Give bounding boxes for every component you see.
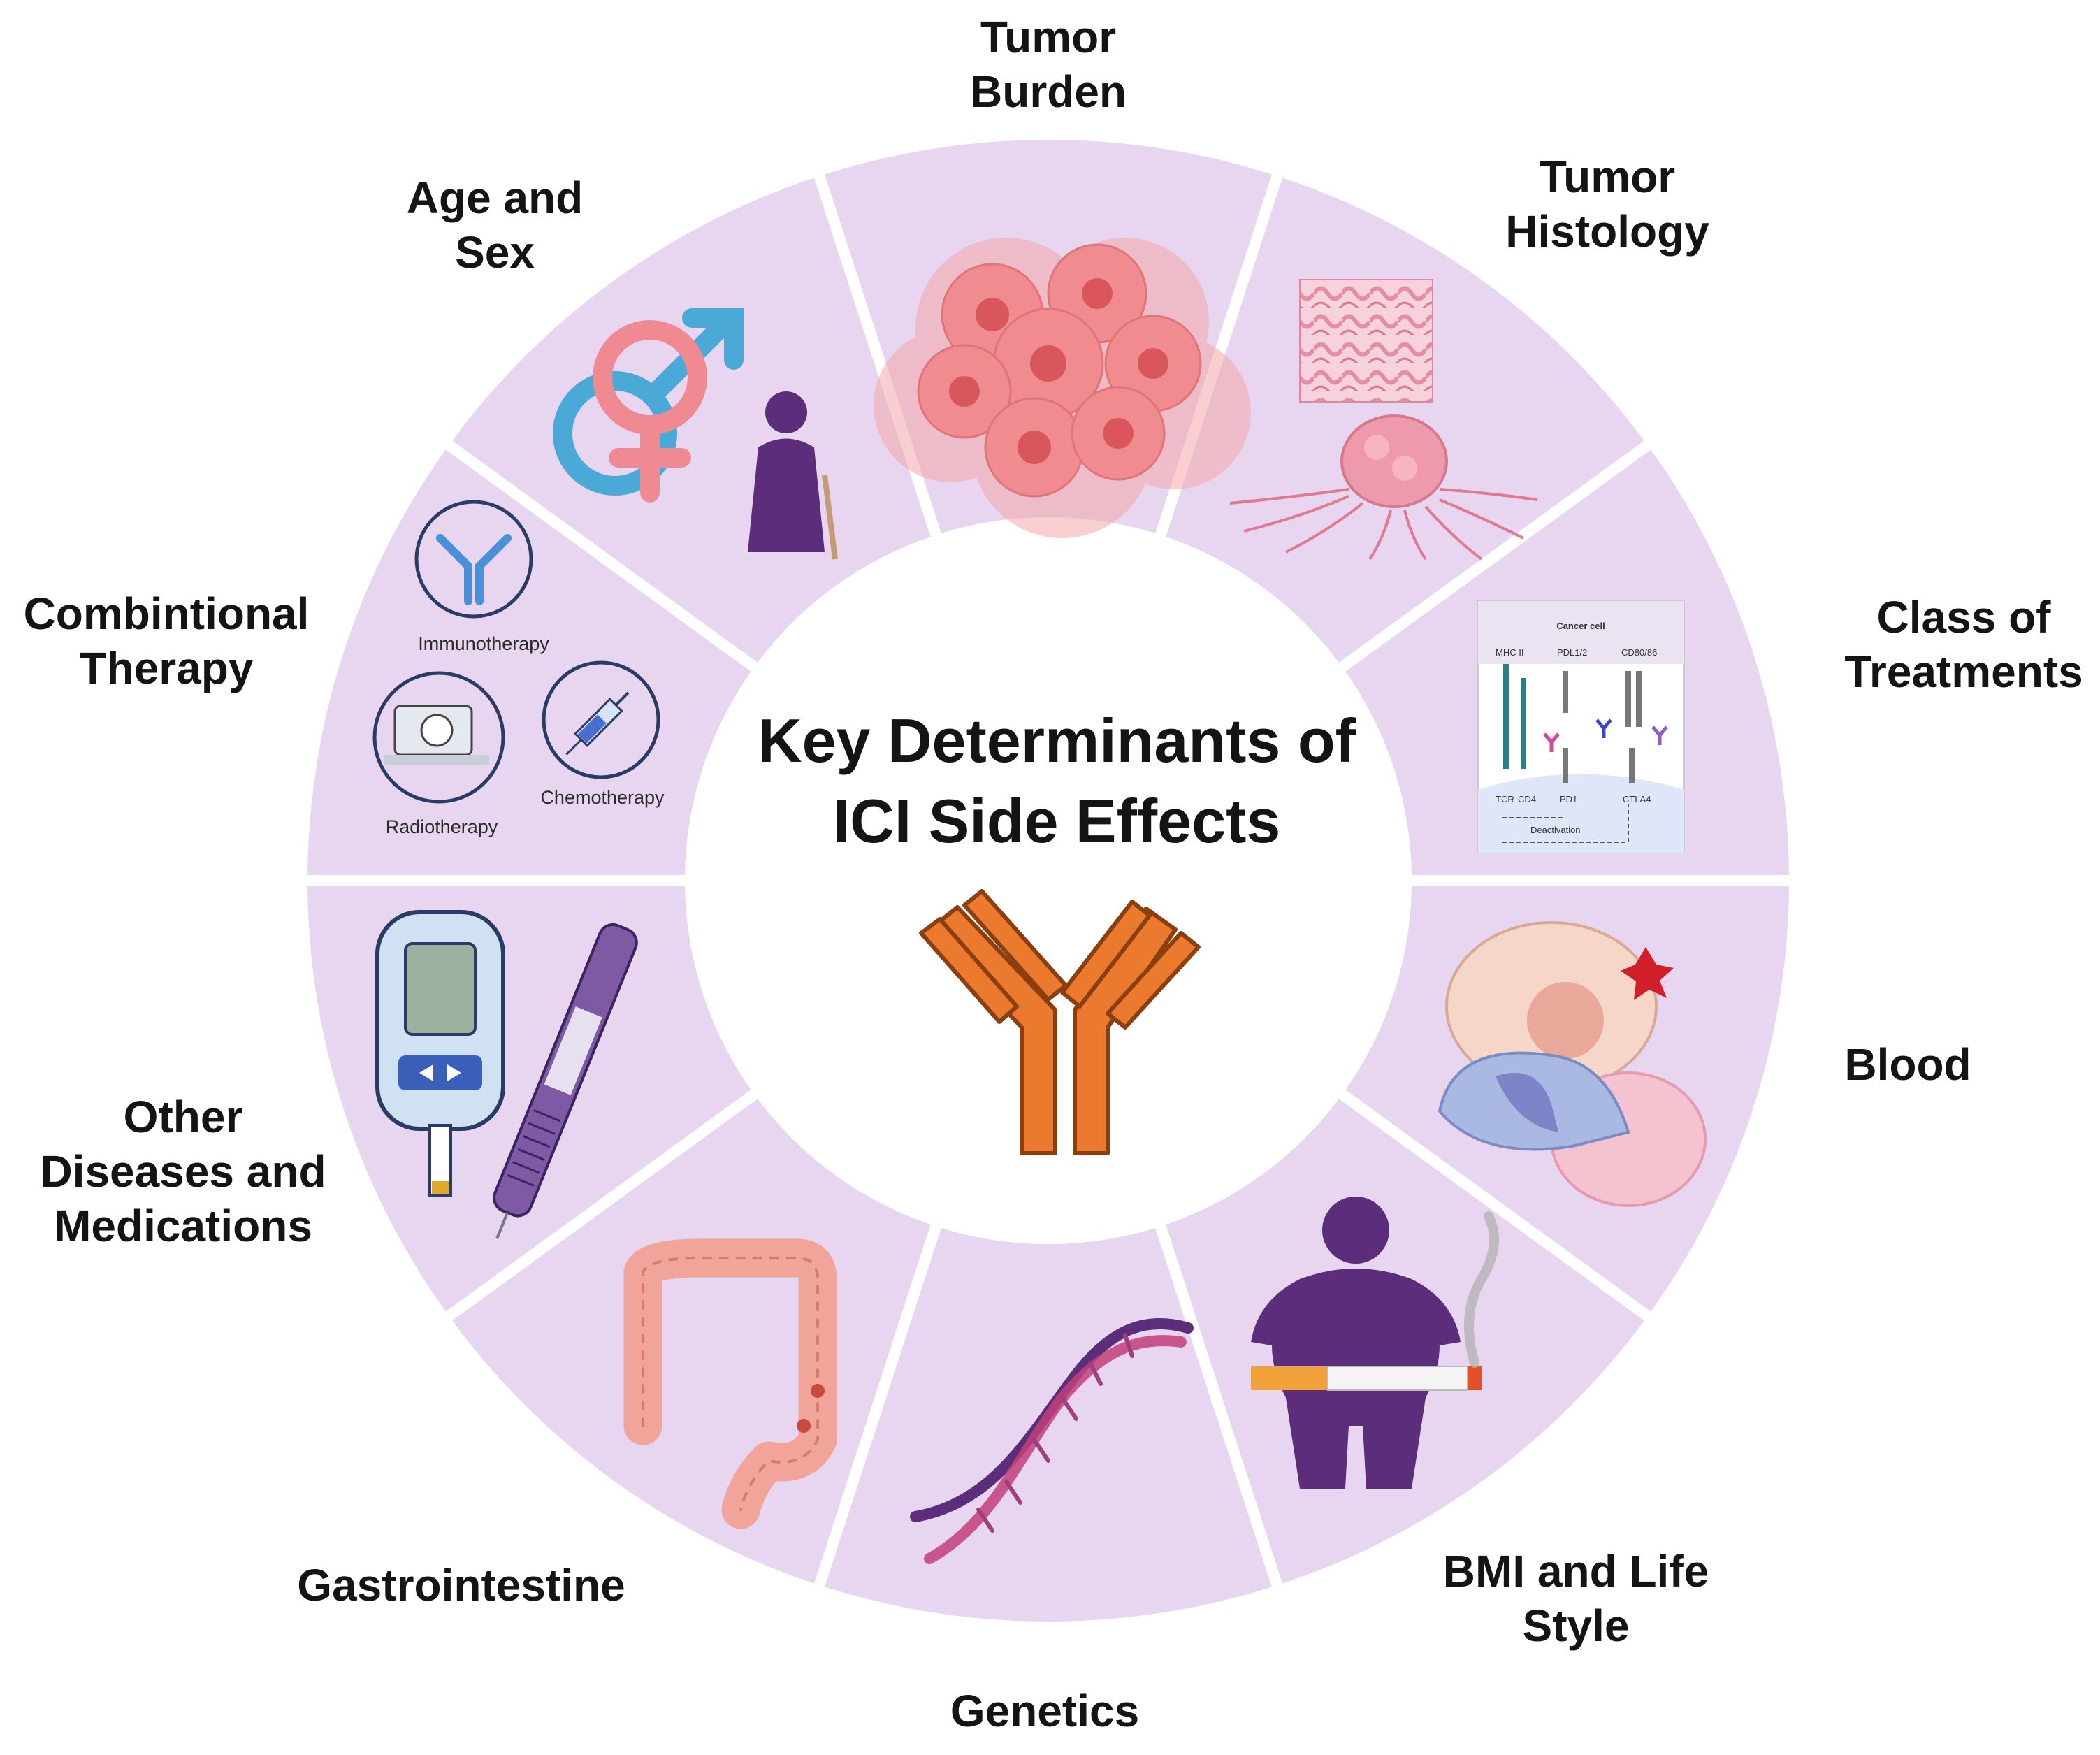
label-other-diseases-line-1: Other — [124, 1092, 243, 1142]
panel-label-pd1: PD1 — [1560, 794, 1577, 804]
chemotherapy-label: Chemotherapy — [540, 787, 665, 808]
radiotherapy-icon: Radiotherapy — [372, 671, 505, 837]
label-combinational-therapy-line-2: Therapy — [80, 643, 254, 693]
obesity-smoking-icon — [1251, 1197, 1499, 1489]
immunotherapy-label: Immunotherapy — [418, 633, 549, 654]
panel-label-mhc: MHC II — [1496, 647, 1523, 658]
elderly-person-icon — [748, 391, 838, 560]
panel-label-deactivation: Deactivation — [1530, 825, 1581, 835]
label-other-diseases-line-3: Medications — [54, 1201, 312, 1251]
immunotherapy-icon: Immunotherapy — [414, 500, 549, 654]
glucometer-pen-icon — [375, 910, 638, 1239]
panel-label-cd4: CD4 — [1518, 794, 1536, 804]
dna-helix-icon — [910, 1317, 1194, 1564]
panel-label-tcr: TCR — [1496, 794, 1514, 804]
radiotherapy-label: Radiotherapy — [386, 816, 498, 837]
label-gastrointestine-line-1: Gastrointestine — [297, 1560, 625, 1610]
label-age-and-sex-line-1: Age and — [407, 173, 583, 223]
gender-symbols-icon — [553, 308, 744, 503]
title-line-1: Key Determinants of — [758, 706, 1356, 775]
panel-label-ctla4: CTLA4 — [1623, 794, 1651, 804]
panel-label-pdl: PDL1/2 — [1557, 647, 1587, 658]
blood-cells-icon — [1438, 921, 1707, 1207]
label-genetics-line-1: Genetics — [950, 1686, 1139, 1736]
label-tumor-burden-line-1: Tumor — [980, 12, 1116, 62]
label-bmi-life-style-line-2: Style — [1523, 1601, 1630, 1651]
label-tumor-histology-line-1: Tumor — [1540, 152, 1675, 202]
label-bmi-life-style-line-1: BMI and Life — [1443, 1546, 1709, 1596]
label-combinational-therapy-line-1: Combintional — [24, 588, 310, 639]
chemotherapy-icon: Chemotherapy — [540, 660, 665, 808]
panel-label-cd80: CD80/86 — [1621, 647, 1657, 658]
colon-icon — [623, 1238, 837, 1529]
label-blood-line-1: Blood — [1844, 1039, 1971, 1090]
label-age-and-sex-line-2: Sex — [455, 227, 535, 277]
panel-header: Cancer cell — [1556, 621, 1605, 631]
label-class-of-treatments-line-1: Class of — [1877, 592, 2052, 642]
label-tumor-histology-line-2: Histology — [1505, 206, 1709, 257]
immune-checkpoint-panel: Cancer cell MHC II PDL1/2 CD80/86 TCR CD… — [1477, 600, 1685, 853]
antibody-icon — [919, 889, 1201, 1155]
center-circle — [685, 517, 1412, 1244]
tumor-cells-icon — [874, 238, 1251, 538]
histology-slide-icon — [1299, 279, 1433, 403]
invasive-tumor-icon — [1229, 414, 1538, 561]
label-class-of-treatments-line-2: Treatments — [1844, 647, 2083, 697]
segment-combinational-therapy — [307, 449, 751, 876]
title-line-2: ICI Side Effects — [833, 786, 1281, 855]
label-other-diseases-line-2: Diseases and — [40, 1146, 326, 1197]
label-tumor-burden-line-2: Burden — [970, 66, 1127, 117]
